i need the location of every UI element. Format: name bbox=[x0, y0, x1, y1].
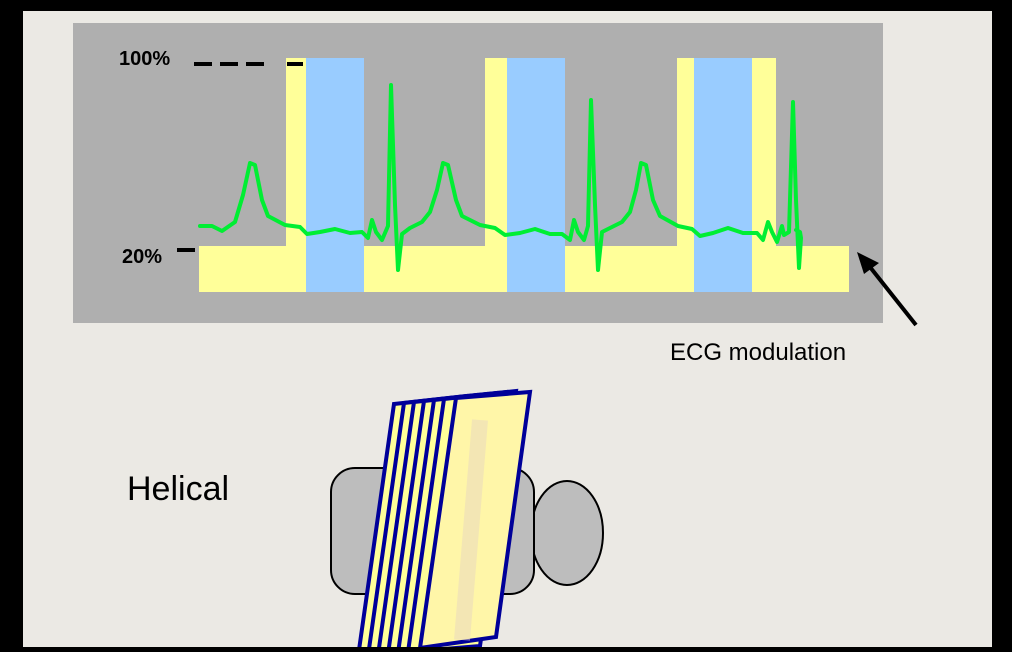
acquisition-window-2 bbox=[507, 58, 565, 292]
helical-label: Helical bbox=[127, 470, 230, 508]
arrow-icon bbox=[857, 252, 879, 274]
acquisition-windows bbox=[306, 58, 752, 292]
helical-slab-stack-icon bbox=[356, 388, 533, 652]
min-level-label: 20% bbox=[122, 246, 163, 268]
max-level-label: 100% bbox=[119, 48, 171, 70]
acquisition-window-3 bbox=[694, 58, 752, 292]
acquisition-window-1 bbox=[306, 58, 364, 292]
arrow-icon-shaft bbox=[864, 260, 918, 327]
ecg-modulation-label: ECG modulation bbox=[670, 339, 847, 366]
ecg-trace bbox=[198, 83, 803, 272]
patient-head-icon bbox=[530, 480, 604, 586]
